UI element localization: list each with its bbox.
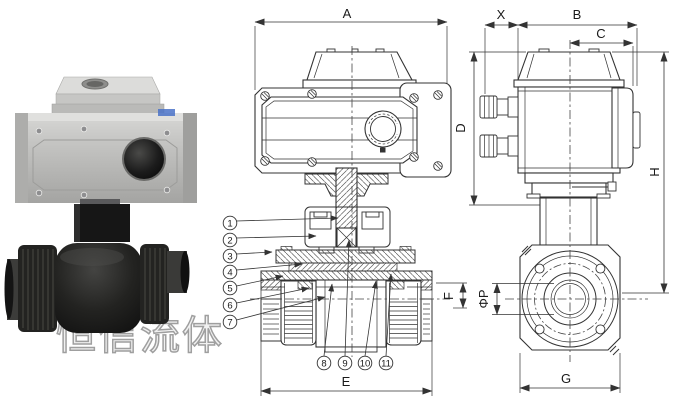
side-cable-glands [479, 95, 519, 158]
callout-3: 3 [227, 251, 232, 262]
callouts-bottom: 8 9 10 11 [316, 239, 394, 371]
photo-pipe-right-end [180, 251, 190, 293]
photo-actuator-right-side [183, 113, 197, 203]
front-union-nut-left [280, 280, 317, 346]
callouts-left: 1 2 3 4 5 6 7 [222, 215, 339, 330]
dim-label-G: G [561, 371, 571, 386]
side-flange-chamfer-marks [521, 245, 620, 356]
side-view: X B C [453, 7, 669, 393]
side-actuator-body [517, 86, 621, 174]
front-nut-ribs [284, 283, 418, 343]
front-collar-right [407, 286, 433, 342]
callout-6: 6 [227, 300, 232, 311]
photo-union-right-ribs [144, 248, 166, 321]
callout-2: 2 [227, 235, 232, 246]
photo-valve-body [55, 243, 142, 333]
callout-11: 11 [381, 358, 391, 369]
photo-label-sticker [158, 109, 175, 116]
photo-valve [4, 243, 190, 333]
dim-label-X: X [497, 7, 506, 22]
photo-knob[interactable] [124, 139, 164, 179]
dim-label-D: D [453, 123, 468, 132]
callout-5: 5 [227, 283, 232, 294]
front-mid-plate [288, 262, 398, 272]
photo-valve-highlight [60, 248, 124, 266]
front-view: A [222, 6, 467, 396]
dim-label-A: A [343, 6, 352, 21]
dim-label-B: B [573, 7, 582, 22]
front-bonnet-plate [275, 249, 416, 264]
photo-actuator-top-edge [15, 113, 197, 121]
photo-union-left-ribs [22, 249, 54, 330]
front-dial [364, 110, 402, 153]
front-valve [260, 246, 433, 353]
side-end-plate [611, 87, 634, 169]
photo-cap-lip [51, 103, 165, 115]
callout-10: 10 [360, 358, 371, 369]
front-top-flange [260, 270, 433, 281]
dim-label-F: F [441, 292, 456, 300]
callout-1: 1 [227, 218, 232, 229]
photo-bracket-top [80, 199, 120, 207]
dim-label-P: ΦP [476, 289, 491, 308]
dim-label-C: C [596, 26, 605, 41]
photo-screws [35, 125, 171, 199]
front-union-nut-right [385, 280, 422, 346]
callout-9: 9 [342, 358, 347, 369]
photo-pipe-left-end [4, 259, 14, 319]
photo-actuator-left-side [15, 113, 28, 203]
photo-bracket-hl [74, 204, 80, 242]
callout-4: 4 [227, 267, 232, 278]
side-end-tab [632, 111, 641, 149]
callout-8: 8 [321, 358, 326, 369]
side-bracket [524, 172, 617, 199]
front-face-octagon-inner [265, 100, 414, 160]
front-screws [260, 89, 443, 171]
photo-bracket [74, 204, 130, 242]
photo-cap-front [55, 93, 161, 106]
side-cap [513, 48, 625, 88]
product-photo [4, 76, 197, 333]
front-cap [302, 48, 417, 89]
photo-cap-hole-inner [86, 81, 104, 87]
callout-7: 7 [227, 317, 232, 328]
front-stem-bracket [304, 167, 391, 254]
dim-label-H: H [647, 167, 662, 176]
side-stem-column [539, 197, 598, 246]
dim-label-E: E [342, 374, 351, 389]
